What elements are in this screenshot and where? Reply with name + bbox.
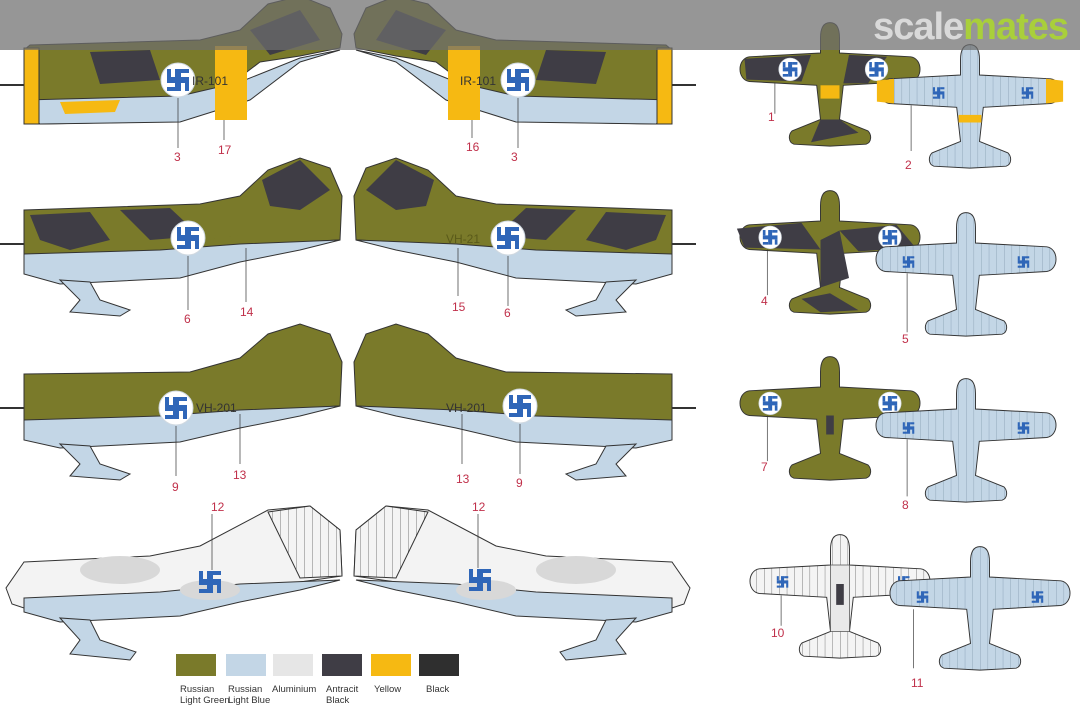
legend-swatch-antracit-black (322, 654, 362, 676)
callout-3: 3 (174, 150, 181, 164)
legend-swatch-yellow (371, 654, 411, 676)
registration-vh201-right: VH-201 (446, 401, 487, 415)
profile-winter-right (353, 505, 691, 661)
registration-ir101-right: IR-101 (460, 74, 496, 88)
callout-8: 8 (902, 498, 909, 512)
top-banner (0, 0, 1080, 50)
legend-label-russian-light-blue: Russian Light Blue (228, 684, 271, 706)
site-logo[interactable]: scalemates (873, 6, 1069, 48)
registration-vh201: VH-201 (196, 401, 237, 415)
callout-10: 10 (771, 626, 785, 640)
plan-view-10 (749, 534, 931, 659)
profile-vh201-right: VH-201 (353, 323, 696, 481)
profile-winter-left (5, 505, 343, 661)
legend-label-black: Black (426, 684, 450, 695)
plan-view-2 (876, 44, 1064, 169)
callout-11: 11 (911, 676, 924, 690)
legend-swatch-black (419, 654, 459, 676)
callout-9: 9 (172, 480, 179, 494)
legend-label-aluminium: Aluminium (272, 684, 317, 695)
callout-4: 4 (761, 294, 768, 308)
callout-2: 2 (905, 158, 912, 172)
legend-swatch-aluminium (273, 654, 313, 676)
plan-view-1 (739, 22, 921, 147)
callout-13-right: 13 (456, 472, 470, 486)
registration-vh21: VH-21 (208, 232, 242, 246)
legend-swatch-russian-light-green (176, 654, 216, 676)
profile-vh201-left: VH-201 (0, 323, 343, 481)
callout-15: 15 (452, 300, 466, 314)
legend-label-antracit-black: Antracit Black (326, 684, 359, 706)
callout-16: 16 (466, 140, 480, 154)
callout-1: 1 (768, 110, 775, 124)
profile-vh21-right: VH-21 (353, 157, 696, 317)
plan-view-7 (739, 356, 921, 481)
callout-13: 13 (233, 468, 247, 482)
plan-view-4 (736, 190, 921, 315)
callout-6: 6 (184, 312, 191, 326)
callout-12-right: 12 (472, 500, 486, 514)
registration-vh21-right: VH-21 (446, 232, 480, 246)
callout-5: 5 (902, 332, 909, 346)
callout-9-right: 9 (516, 476, 523, 490)
plan-view-11 (889, 546, 1071, 671)
plan-view-8 (875, 378, 1057, 503)
callout-17: 17 (218, 143, 232, 157)
callout-12: 12 (211, 500, 225, 514)
callout-3-right: 3 (511, 150, 518, 164)
registration-ir101: IR-101 (192, 74, 228, 88)
callout-7: 7 (761, 460, 768, 474)
plan-view-5 (875, 212, 1057, 337)
callout-14: 14 (240, 305, 254, 319)
legend-swatch-russian-light-blue (226, 654, 266, 676)
callout-6-right: 6 (504, 306, 511, 320)
legend-label-russian-light-green: Russian Light Green (180, 684, 230, 706)
profile-vh21-left: VH-21 (0, 157, 343, 317)
legend-label-yellow: Yellow (374, 684, 402, 695)
